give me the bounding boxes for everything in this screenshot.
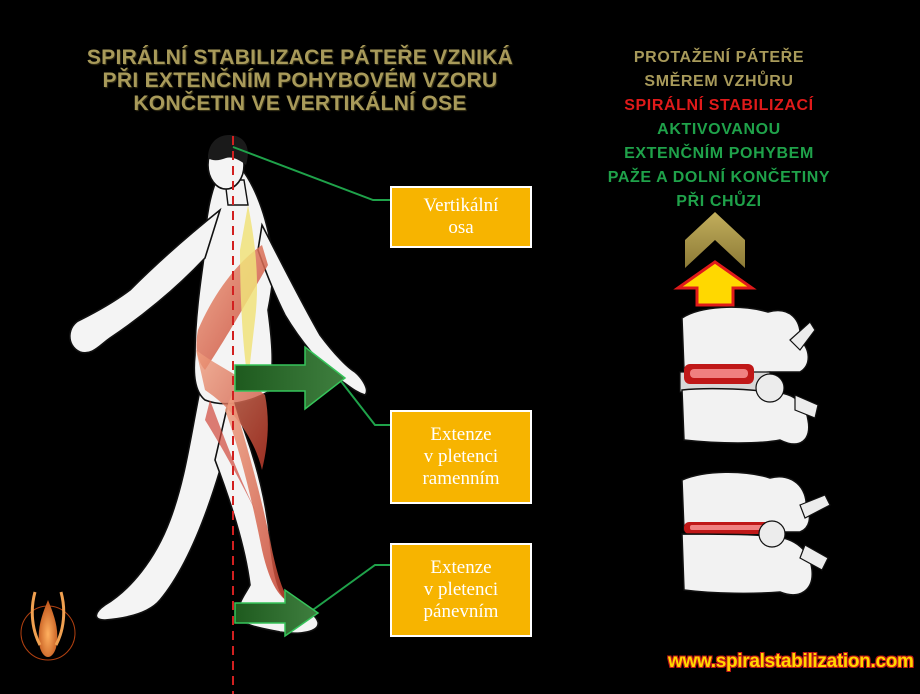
description-line: PAŽE A DOLNÍ KONČETINY (607, 169, 831, 186)
main-title: SPIRÁLNÍ STABILIZACE PÁTEŘE VZNIKÁ PŘI E… (40, 46, 560, 115)
pelvic-extension-arrow (234, 588, 320, 638)
connector-pelvic (309, 564, 390, 613)
title-line: PŘI EXTENČNÍM POHYBOVÉM VZORU (102, 69, 498, 92)
spine-band (240, 205, 258, 380)
vertebra-icon (679, 306, 819, 445)
label-shoulder-extension: Extenze v pletenci ramenním (390, 410, 532, 504)
label-pelvic-extension: Extenze v pletenci pánevním (390, 543, 532, 637)
up-chevron-icon (685, 212, 745, 268)
label-line: v pletenci (423, 446, 499, 467)
up-arrow-icon (673, 260, 757, 307)
label-line: ramenním (422, 468, 500, 489)
label-line: osa (448, 217, 474, 238)
description-line: SMĚREM VZHŮRU (644, 73, 794, 90)
connectors (232, 146, 390, 613)
label-line: Vertikální (423, 195, 499, 216)
title-line: SPIRÁLNÍ STABILIZACE PÁTEŘE VZNIKÁ (86, 46, 514, 69)
label-line: Extenze (430, 424, 492, 445)
spine-description: PROTAŽENÍ PÁTEŘE SMĚREM VZHŮRU SPIRÁLNÍ ST… (588, 46, 850, 214)
walking-woman-figure (69, 134, 368, 634)
website-link[interactable]: www.spiralstabilization.com (668, 651, 914, 672)
label-line: Extenze (430, 557, 492, 578)
connector-vertical-axis (232, 146, 390, 201)
description-line: EXTENČNÍM POHYBEM (624, 145, 814, 162)
description-line: PROTAŽENÍ PÁTEŘE (633, 49, 805, 66)
label-vertical-axis: Vertikální osa (390, 186, 532, 248)
vertebra-icon (681, 471, 831, 596)
logo-icon (20, 591, 76, 661)
description-line: PŘI CHŮZI (676, 193, 762, 210)
label-line: v pletenci (423, 579, 499, 600)
description-line: AKTIVOVANOU (657, 121, 781, 138)
title-line: KONČETIN VE VERTIKÁLNÍ OSE (133, 92, 467, 115)
description-line: SPIRÁLNÍ STABILIZACÍ (624, 97, 814, 114)
connector-shoulder (339, 379, 390, 426)
leg-muscle-band (225, 395, 295, 605)
shoulder-extension-arrow (234, 345, 347, 411)
label-line: pánevním (423, 601, 499, 622)
